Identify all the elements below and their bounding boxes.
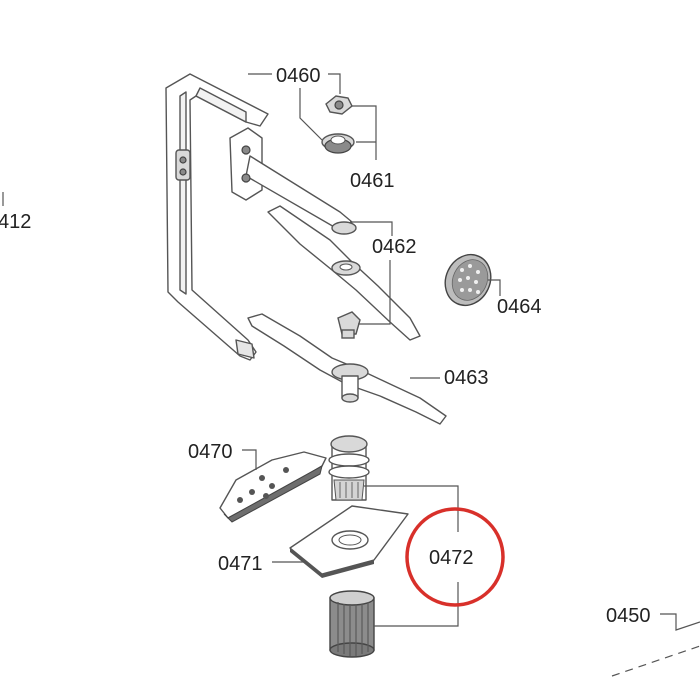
part-0464-sieve xyxy=(444,253,492,307)
label-0450: 0450 xyxy=(606,605,651,627)
highlight-circle xyxy=(405,507,505,607)
part-0450-callout: 0450 xyxy=(606,605,700,677)
part-0412-callout: 412 xyxy=(0,192,31,233)
label-0412: 412 xyxy=(0,211,31,233)
label-0464: 0464 xyxy=(497,296,542,318)
label-0472: 0472 xyxy=(429,547,474,569)
part-0462-upper-spray-arm xyxy=(267,205,421,341)
part-0460-nozzle xyxy=(325,95,353,115)
label-0471: 0471 xyxy=(218,553,263,575)
label-0470: 0470 xyxy=(188,441,233,463)
part-0472-filter-top xyxy=(328,435,370,501)
label-0460: 0460 xyxy=(276,65,321,87)
label-0462: 0462 xyxy=(372,236,417,258)
label-0463: 0463 xyxy=(444,367,489,389)
water-supply-pipe xyxy=(165,73,269,361)
part-0463-lower-spray-arm xyxy=(247,313,447,425)
upper-spray-arm-support xyxy=(229,127,357,235)
part-0461-nut xyxy=(321,133,355,154)
part-0470-micro-filter-cover xyxy=(219,451,327,523)
label-0461: 0461 xyxy=(350,170,395,192)
part-0472-mesh-cylinder xyxy=(329,590,375,658)
part-0471-flat-filter xyxy=(289,505,409,578)
callouts: 0460 0461 0462 0463 0464 0470 0471 0472 xyxy=(188,65,542,627)
